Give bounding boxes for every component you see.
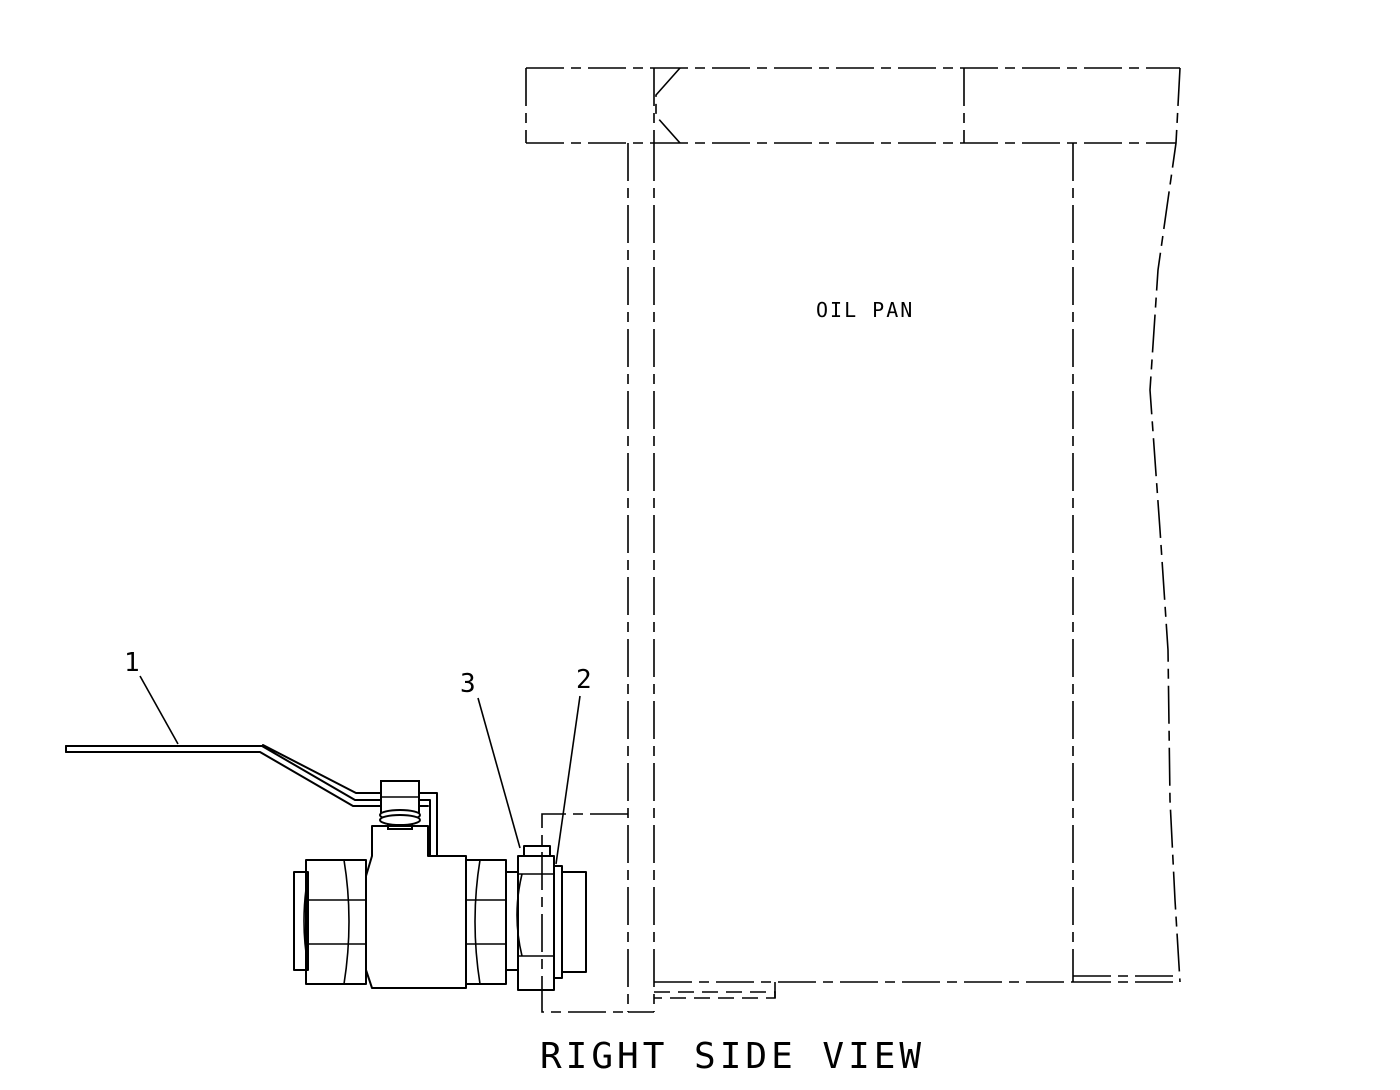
bottom-plate [654,982,776,999]
adapter-part-2 [553,865,587,979]
leader-line-3 [477,697,521,849]
ball-valve-assembly [65,744,587,991]
oil-pan-outline [525,67,1181,1013]
right-port-nut [465,859,519,985]
drain-boss [541,813,628,1013]
leader-line-2 [555,695,581,865]
pan-bottom [654,975,1180,983]
stem-nut [379,780,421,830]
hex-nipple-part-3 [516,845,555,991]
top-flange [525,67,1180,144]
valve-body [365,825,467,989]
leader-line-1 [139,675,179,745]
pan-rear-wall [1072,67,1181,983]
left-port-nut [293,859,367,985]
callout-leaders [139,675,581,865]
callout-label-1: 1 [124,648,140,678]
oil-pan-label: OIL PAN [816,298,914,322]
callout-label-3: 3 [460,669,476,699]
pan-front-wall [627,143,655,1013]
callout-label-2: 2 [576,665,592,695]
view-title: RIGHT SIDE VIEW [540,1036,925,1077]
